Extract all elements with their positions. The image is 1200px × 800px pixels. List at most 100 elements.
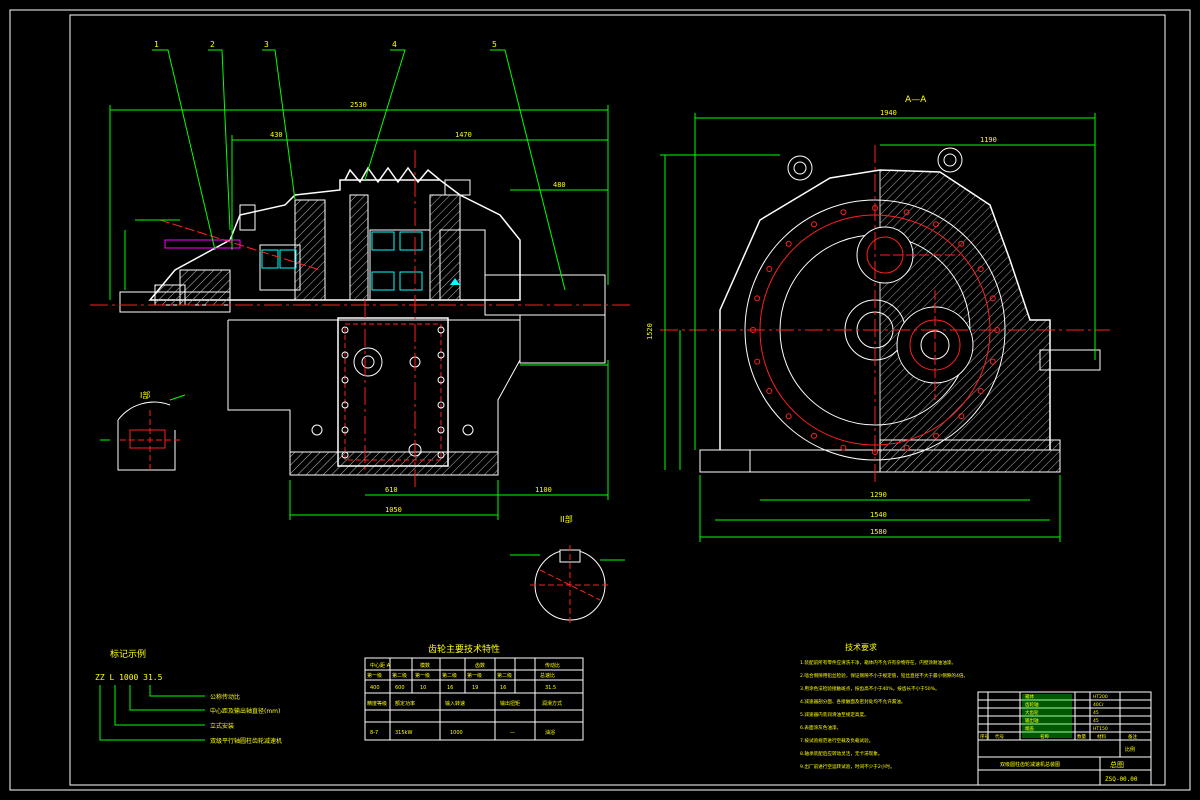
tech-item-2: 2.啮合侧隙用铅丝检验，保证侧隙不小于规定值，铅丝直径不大于最小侧隙的4倍。 <box>800 672 968 679</box>
model-title: 标记示例 <box>110 648 146 660</box>
spec-title: 齿轮主要技术特性 <box>428 643 500 655</box>
gear-bolt-hole <box>903 209 910 216</box>
gear-bolt-hole <box>840 444 847 451</box>
tb-header-5: 备注 <box>1128 733 1137 740</box>
spec-sub-2: 第一级 <box>415 672 430 679</box>
technical-requirements: 技术要求 1.装配前所有零件应清洗干净，箱体内不允许有杂物存在，内壁涂耐油油漆。… <box>800 642 968 770</box>
spec-lower-hdr-2: 输入转速 <box>445 700 465 707</box>
leader-label-5: 5 <box>492 40 497 49</box>
spec-val-4: 19 <box>472 685 478 691</box>
tech-title: 技术要求 <box>845 642 877 652</box>
spec-hdr-4: 齿数 <box>475 662 485 669</box>
leader-label-1: 1 <box>154 40 159 49</box>
spec-lower-val-2: 1000 <box>450 730 463 736</box>
detail-i-label: I部 <box>140 390 150 400</box>
dim-right-total: 1940 <box>880 109 897 117</box>
section-aa-label: A—A <box>905 95 927 105</box>
detail-ii-view <box>510 545 625 625</box>
tb-header-1: 代号 <box>995 733 1004 740</box>
detail-ii-label: II部 <box>560 514 573 524</box>
spec-sub-0: 第一级 <box>367 672 382 679</box>
gear-bolt-hole <box>933 432 939 439</box>
dim-left-bottom-a: 1050 <box>385 506 402 514</box>
spec-lower-val-3: — <box>510 730 515 736</box>
tech-item-7: 7.按试验规范进行空载及负载试验。 <box>800 737 873 744</box>
model-designation: 标记示例 ZZ L 1000 31.5 公称传动比 中心距及输出轴直径(mm) … <box>95 648 282 745</box>
tb-material-2: 40Cr <box>1093 702 1104 708</box>
section-aa-view <box>660 145 1110 485</box>
tb-material-4: 45 <box>1093 718 1099 724</box>
gear-bolt-hole <box>840 209 847 216</box>
gear-bolt-hole <box>811 432 817 439</box>
spec-lower-val-4: 油浴 <box>545 729 555 736</box>
tb-header-2: 名称 <box>1040 733 1049 740</box>
spec-table: 齿轮主要技术特性 中心距 A 模数 齿数 传动比 第一级 第二级 第一级 第二级 <box>364 643 584 741</box>
spec-sub-4: 第一级 <box>467 672 482 679</box>
leader-label-2: 2 <box>210 40 215 49</box>
spec-sub-6: 总速比 <box>540 672 555 679</box>
gear-bolt-hole <box>977 388 984 394</box>
tech-item-8: 8.轴承装配后应转动灵活，无卡滞现象。 <box>800 750 882 757</box>
model-line-4: 双级平行轴圆柱齿轮减速机 <box>210 737 282 745</box>
gear-bolt-hole <box>989 358 996 365</box>
spec-val-1: 600 <box>395 685 405 691</box>
spec-lower-hdr-0: 精度等级 <box>367 700 387 707</box>
title-block: 箱体 齿轮轴 大齿轮 输出轴 端盖 HT200 40Cr 45 45 HT150… <box>977 691 1152 786</box>
dim-left-top-a: 430 <box>270 131 283 139</box>
dim-right-bottom-b: 1540 <box>870 511 887 519</box>
tb-header-0: 序号 <box>980 733 989 740</box>
tb-part-2: 齿轮轴 <box>1025 701 1039 708</box>
spec-lower-hdr-4: 润滑方式 <box>542 700 562 707</box>
leader-label-4: 4 <box>392 40 397 49</box>
tech-item-4: 4.减速器剖分面、各接触面及密封处均不允许漏油。 <box>800 698 905 705</box>
tb-sheet-label: 总图 <box>1110 760 1124 769</box>
spec-hdr-2: 模数 <box>420 662 430 669</box>
spec-lower-hdr-3: 输出扭矩 <box>500 700 520 707</box>
dim-right-bottom-a: 1290 <box>870 491 887 499</box>
spec-val-6: 31.5 <box>545 685 556 691</box>
tb-part-4: 输出轴 <box>1025 717 1039 724</box>
gear-bolt-hole <box>989 295 996 302</box>
gear-bolt-hole <box>754 295 761 302</box>
tech-item-9: 9.出厂前进行空运转试验，时间不少于2小时。 <box>800 763 895 770</box>
gear-bolt-hole <box>754 358 761 365</box>
section-aa-dimensions <box>660 113 1096 542</box>
dim-left-bottom-b: 610 <box>385 486 398 494</box>
tb-part-5: 端盖 <box>1025 725 1034 732</box>
spec-hdr-6: 传动比 <box>545 662 560 669</box>
leader-label-3: 3 <box>264 40 269 49</box>
spec-hdr-0: 中心距 A <box>370 662 391 669</box>
spec-val-0: 400 <box>370 685 380 691</box>
model-line-3: 立式安装 <box>210 722 234 730</box>
gear-bolt-hole <box>958 240 965 247</box>
spec-lower-val-0: 8-7 <box>370 730 378 736</box>
spec-val-5: 16 <box>500 685 506 691</box>
tb-material-5: HT150 <box>1093 726 1108 732</box>
spec-sub-5: 第二级 <box>497 672 512 679</box>
dim-left-top-b: 1470 <box>455 131 472 139</box>
tb-part-1: 箱体 <box>1025 693 1034 700</box>
dim-left-right: 480 <box>553 181 566 189</box>
gear-bolt-hole <box>785 240 792 247</box>
spec-sub-3: 第二级 <box>442 672 457 679</box>
spec-sub-1: 第二级 <box>392 672 407 679</box>
tb-drawing-no: ZSQ-00.00 <box>1105 776 1138 783</box>
model-code: ZZ L 1000 31.5 <box>95 673 163 682</box>
spec-lower-hdr-1: 额定功率 <box>395 700 415 707</box>
tb-header-4: 材料 <box>1097 733 1106 740</box>
spec-lower-val-1: 315kW <box>395 730 412 736</box>
tb-material-1: HT200 <box>1093 694 1108 700</box>
gear-bolt-hole <box>766 388 773 394</box>
tb-part-3: 大齿轮 <box>1025 709 1039 716</box>
dim-right-half: 1190 <box>980 136 997 144</box>
gear-bolt-hole <box>811 221 817 228</box>
spec-val-2: 10 <box>420 685 426 691</box>
dim-left-bottom-c: 1100 <box>535 486 552 494</box>
tb-header-3: 数量 <box>1077 733 1086 740</box>
drawing-frame <box>9 9 1191 791</box>
tech-item-5: 5.减速器内装润滑油至规定高度。 <box>800 711 869 718</box>
dim-right-bottom-c: 1580 <box>870 528 887 536</box>
dim-left-total: 2530 <box>350 101 367 109</box>
model-line-2: 中心距及输出轴直径(mm) <box>210 707 280 715</box>
